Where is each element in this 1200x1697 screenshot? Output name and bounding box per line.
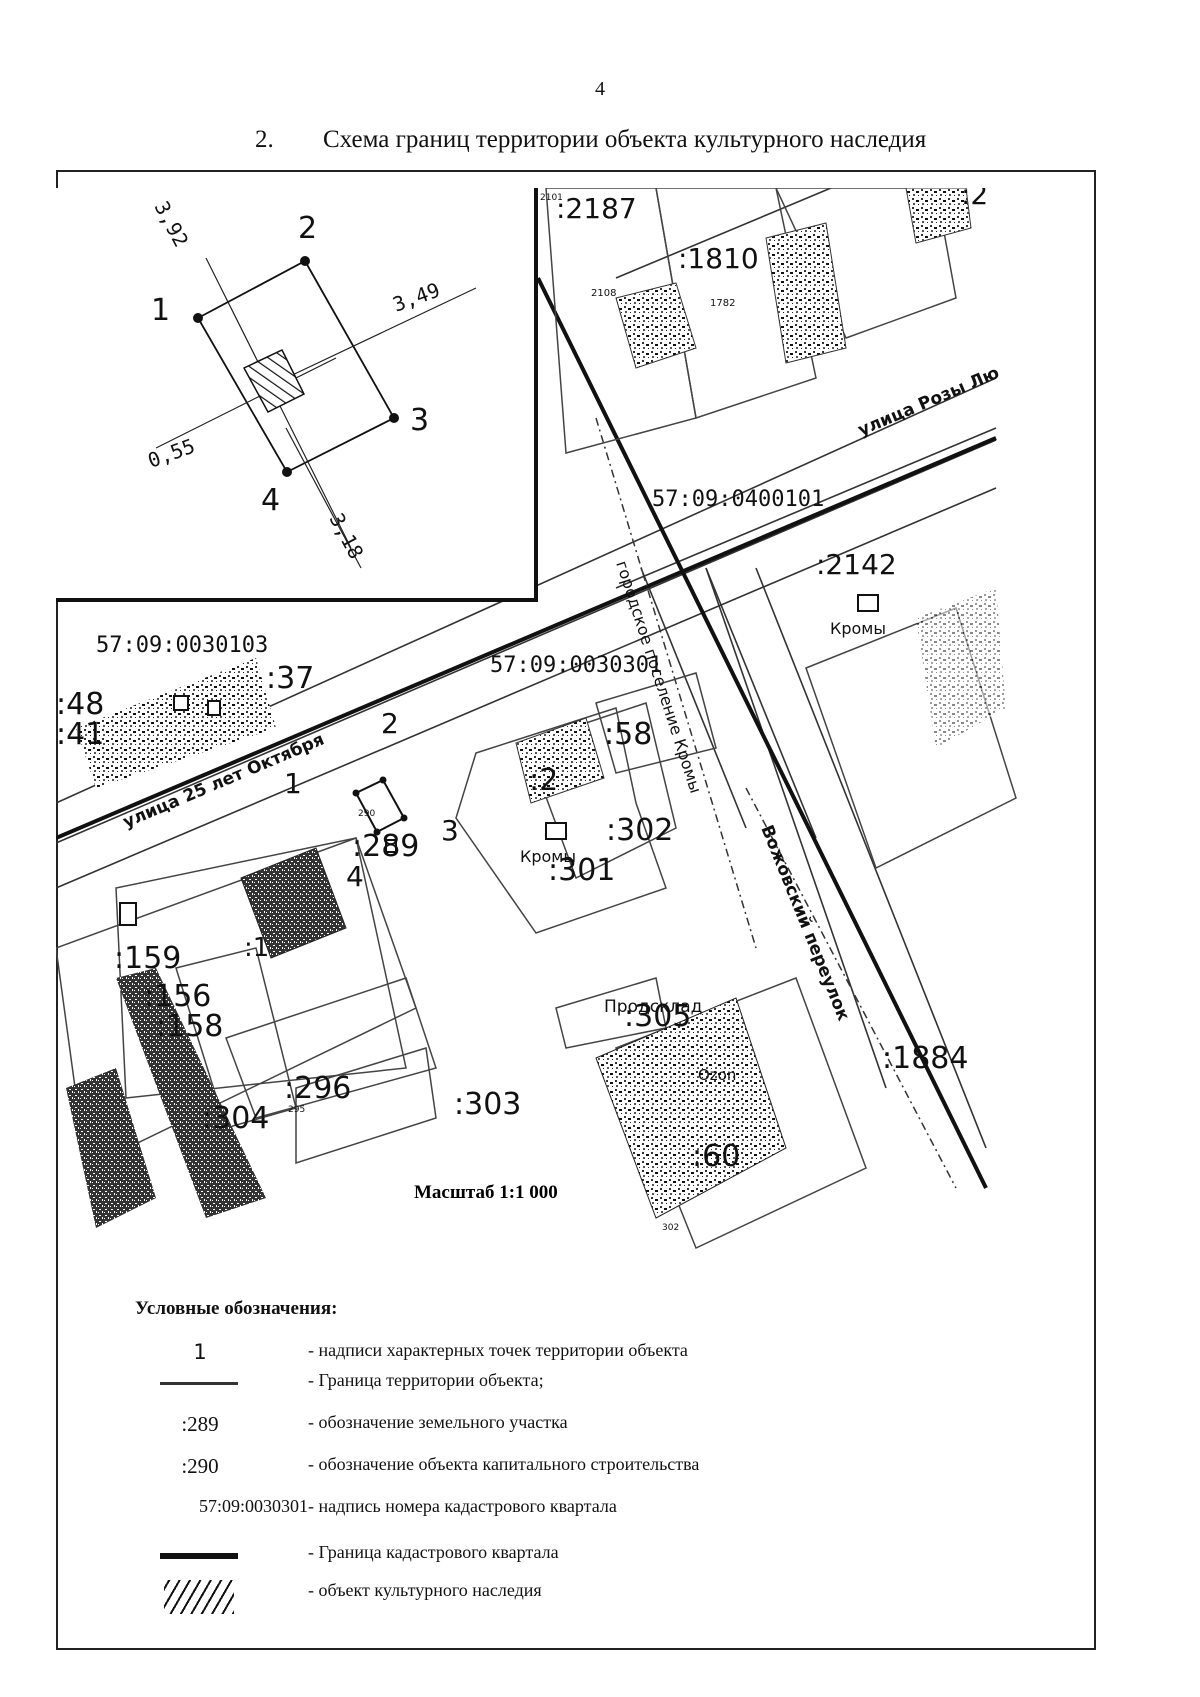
map-frame — [56, 170, 1096, 1650]
legend-description: - надпись номера кадастрового квартала — [308, 1496, 617, 1516]
legend-item: - Граница кадастрового квартала — [60, 1542, 1080, 1576]
parcel-label: :2 — [529, 763, 558, 798]
point-label: 2 — [381, 707, 399, 740]
svg-text:3: 3 — [410, 403, 429, 438]
legend-symbol: :290 — [181, 1454, 219, 1478]
inset-dimension-lines — [155, 257, 477, 569]
small-label: 302 — [662, 1223, 679, 1233]
parcel-label: :303 — [454, 1087, 521, 1122]
parcel-label: :305 — [624, 999, 691, 1034]
parcel-label: :48 — [56, 687, 104, 722]
place-icons — [119, 594, 879, 926]
legend-symbol: :289 — [181, 1412, 219, 1436]
point-label: 3 — [441, 814, 459, 847]
legend-item: :290 - обозначение объекта капитального … — [60, 1454, 1080, 1488]
inset-points — [193, 256, 399, 477]
parcel-label: :2 — [961, 188, 988, 211]
small-label: 1782 — [710, 298, 735, 309]
legend-description: - надписи характерных точек территории о… — [308, 1340, 688, 1360]
small-label: 295 — [288, 1105, 305, 1115]
hatch-icon — [164, 1580, 234, 1614]
legend-symbol: 57:09:0030301 — [198, 1496, 308, 1516]
parcel-label: :37 — [266, 661, 314, 696]
parcel-label: :58 — [604, 717, 652, 752]
parcel-label: :159 — [114, 941, 181, 976]
point-label: 4 — [346, 860, 364, 893]
parcel-label: :156 — [144, 979, 211, 1014]
quarter-label: 57:09:0030103 — [96, 633, 268, 658]
small-label: 290 — [358, 809, 375, 819]
legend-item: 1 - надписи характерных точек территории… — [60, 1340, 1080, 1374]
cultural-heritage-hatch — [242, 349, 306, 413]
building-blocks — [66, 188, 1006, 1228]
svg-text:1: 1 — [151, 293, 170, 328]
boundary-map: 57:09:0400101 57:09:0030103 57:09:003030… — [56, 188, 1017, 1250]
parcel-label: :2142 — [816, 548, 897, 581]
quarter-boundary-dashed — [595, 417, 957, 1189]
parcel-label: :301 — [548, 853, 615, 888]
inset-panel: 1 2 3 4 3,92 3,49 0,55 3,18 — [56, 188, 538, 602]
svg-text:2: 2 — [298, 211, 317, 246]
parcel-label: :1 — [244, 933, 269, 963]
small-label: 2108 — [591, 288, 616, 299]
place-label: Продсклад — [604, 997, 702, 1017]
parcel-label: :296 — [284, 1071, 351, 1106]
heading-title: Схема границ территории объекта культурн… — [323, 126, 927, 153]
parcel-label: :158 — [156, 1009, 223, 1044]
legend-title: Условные обозначения: — [135, 1298, 338, 1319]
small-label: 2101 — [540, 193, 563, 203]
page-number: 4 — [595, 78, 605, 100]
parcel-label: :41 — [56, 717, 104, 752]
point-label: 1 — [284, 767, 302, 800]
map-legend: Условные обозначения: 1 - надписи характ… — [60, 1290, 1080, 1640]
object-boundary-line-icon — [160, 1382, 238, 1385]
parcel-label: :2187 — [556, 192, 637, 225]
place-label: Ozon — [698, 1066, 736, 1084]
parcel-label: :304 — [202, 1101, 269, 1136]
legend-description: - обозначение земельного участка — [308, 1412, 568, 1432]
parcel-label: :1884 — [882, 1041, 968, 1076]
quarter-boundary — [56, 277, 997, 1189]
legend-description: - объект культурного наследия — [308, 1580, 542, 1600]
legend-description: - Граница территории объекта; — [308, 1370, 544, 1390]
legend-symbol: 1 — [193, 1340, 207, 1364]
object-boundary — [354, 778, 406, 834]
quarter-label: 57:09:0030301 — [490, 653, 662, 678]
svg-text:4: 4 — [261, 483, 280, 518]
heading-number: 2. — [255, 126, 274, 153]
legend-item: - объект культурного наследия — [60, 1580, 1080, 1614]
parcel-label: :289 — [352, 829, 419, 864]
parcel-label: :60 — [692, 1139, 740, 1174]
scale-label: Масштаб 1:1 000 — [414, 1182, 558, 1203]
inset-point-labels: 1 2 3 4 — [151, 211, 429, 518]
page-heading: 2. Схема границ территории объекта культу… — [255, 126, 926, 154]
legend-item: :289 - обозначение земельного участка — [60, 1412, 1080, 1446]
object-boundary-points — [352, 776, 408, 836]
place-label: Кромы — [520, 847, 576, 866]
place-label: Кромы — [830, 619, 886, 638]
quarter-label: 57:09:0400101 — [652, 487, 824, 512]
street-label: улица Розы Лю — [855, 363, 1002, 441]
quarter-boundary-line-icon — [160, 1553, 238, 1559]
legend-description: - Граница кадастрового квартала — [308, 1542, 559, 1562]
parcel-label: :302 — [606, 813, 673, 848]
parcel-label: :1810 — [678, 242, 759, 275]
legend-item: 57:09:0030301 - надпись номера кадастров… — [60, 1496, 1080, 1530]
legend-item: - Граница территории объекта; — [60, 1370, 1080, 1404]
legend-description: - обозначение объекта капитального строи… — [308, 1454, 700, 1474]
